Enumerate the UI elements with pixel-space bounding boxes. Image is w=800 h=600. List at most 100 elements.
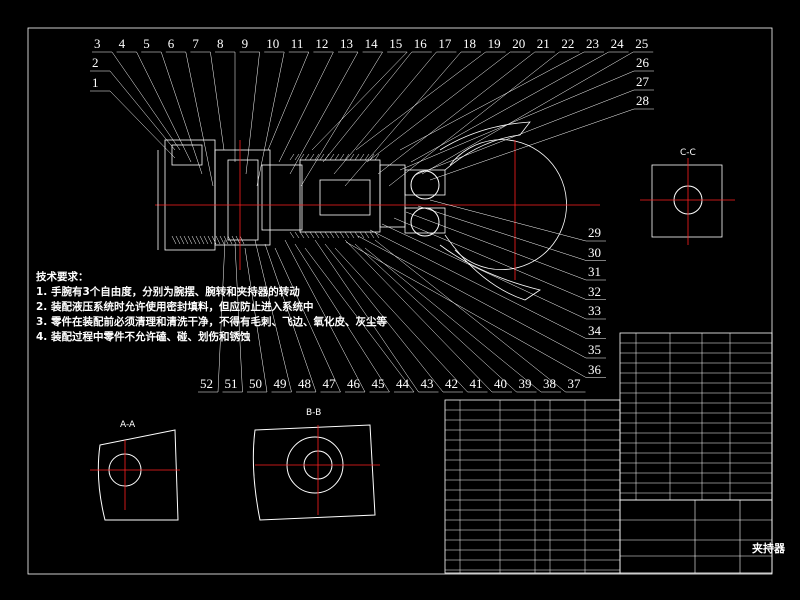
part-label-36: 36 xyxy=(588,361,601,377)
tech-item: 3. 零件在装配前必须清理和清洗干净，不得有毛刺、飞边、氧化皮、灰尘等 xyxy=(36,316,387,328)
leader-line xyxy=(284,239,366,393)
hatch xyxy=(339,153,345,161)
hatch xyxy=(319,231,325,239)
leader-line xyxy=(333,51,437,175)
leader-line xyxy=(289,51,359,175)
hatch xyxy=(183,235,189,245)
part-label-12: 12 xyxy=(315,36,329,51)
part-label-7: 7 xyxy=(192,36,199,51)
leader-line xyxy=(364,247,542,393)
hatch xyxy=(359,153,365,161)
part-label-39: 39 xyxy=(518,376,532,391)
leader-line xyxy=(429,108,635,181)
hatch xyxy=(359,231,365,239)
hatch xyxy=(215,235,221,245)
leader-line xyxy=(274,247,341,393)
leader-line xyxy=(267,51,310,151)
hatch xyxy=(369,231,375,239)
part-label-47: 47 xyxy=(322,376,336,391)
leader-line xyxy=(399,51,585,151)
part-label-16: 16 xyxy=(413,36,427,51)
hatch xyxy=(203,235,209,245)
part-label-37: 37 xyxy=(567,376,581,391)
part-label-4: 4 xyxy=(118,36,126,51)
hatch xyxy=(304,153,310,161)
part-label-3: 3 xyxy=(94,36,101,51)
part-label-44: 44 xyxy=(396,376,409,391)
section-label-bb: B-B xyxy=(306,408,322,418)
leader-line xyxy=(405,211,587,281)
hatch xyxy=(309,231,315,239)
part-label-42: 42 xyxy=(445,376,458,391)
leader-line xyxy=(314,239,419,393)
section-aa-body xyxy=(97,429,179,521)
hatch xyxy=(314,231,320,239)
hatch xyxy=(329,231,335,239)
part-label-11: 11 xyxy=(290,36,304,51)
part-label-35: 35 xyxy=(588,342,601,357)
hatch xyxy=(364,153,370,161)
flange xyxy=(171,144,203,166)
part-label-8: 8 xyxy=(217,36,224,51)
leader-line xyxy=(344,51,462,187)
hatch xyxy=(374,153,380,161)
leader-line xyxy=(399,70,635,171)
leader-line xyxy=(388,51,560,187)
part-label-19: 19 xyxy=(487,36,501,51)
part-label-30: 30 xyxy=(588,244,601,260)
leader-line xyxy=(366,51,511,163)
part-label-26: 26 xyxy=(636,55,649,70)
leader-line xyxy=(109,70,176,151)
part-label-45: 45 xyxy=(371,376,385,391)
part-label-27: 27 xyxy=(636,74,649,89)
part-label-23: 23 xyxy=(586,36,599,51)
wrist-inner xyxy=(227,159,259,241)
leader-line xyxy=(256,51,285,187)
part-label-49: 49 xyxy=(273,376,287,391)
part-label-43: 43 xyxy=(420,376,434,391)
hatch xyxy=(364,231,370,239)
part-label-1: 1 xyxy=(92,75,99,90)
leader-line xyxy=(210,51,225,151)
housing-left xyxy=(164,139,216,251)
hatch xyxy=(349,153,355,161)
hatch xyxy=(187,235,193,245)
leader-line xyxy=(278,51,334,163)
hatch xyxy=(354,153,360,161)
leader-line xyxy=(345,241,587,378)
hatch xyxy=(179,235,185,245)
part-label-14: 14 xyxy=(364,36,378,51)
part-label-6: 6 xyxy=(167,36,175,51)
rotary-joint xyxy=(261,164,303,231)
hatch xyxy=(219,235,225,245)
leader-line xyxy=(421,51,634,175)
part-label-34: 34 xyxy=(588,322,601,338)
leader-line xyxy=(294,243,390,393)
part-label-22: 22 xyxy=(561,36,575,51)
part-label-25: 25 xyxy=(635,36,649,51)
hatch xyxy=(294,153,300,161)
hatch xyxy=(309,153,315,161)
leader-line xyxy=(355,51,486,151)
leader-line xyxy=(217,239,226,393)
leader-line xyxy=(410,51,609,163)
leader-line xyxy=(324,243,444,393)
hatch xyxy=(339,231,345,239)
leader-line xyxy=(111,51,181,151)
parts-list-lower xyxy=(444,399,621,574)
hatch xyxy=(211,235,217,245)
part-label-28: 28 xyxy=(636,93,649,108)
part-label-38: 38 xyxy=(543,376,556,391)
hatch xyxy=(324,231,330,239)
part-label-15: 15 xyxy=(389,36,403,51)
leader-line xyxy=(322,51,412,163)
part-label-50: 50 xyxy=(249,376,262,391)
leader-line xyxy=(311,51,408,151)
hatch xyxy=(299,153,305,161)
leader-line xyxy=(304,247,415,393)
part-label-9: 9 xyxy=(241,36,249,51)
section-label-cc: C-C xyxy=(680,148,696,158)
part-label-29: 29 xyxy=(588,225,601,240)
leader-line xyxy=(264,243,317,393)
